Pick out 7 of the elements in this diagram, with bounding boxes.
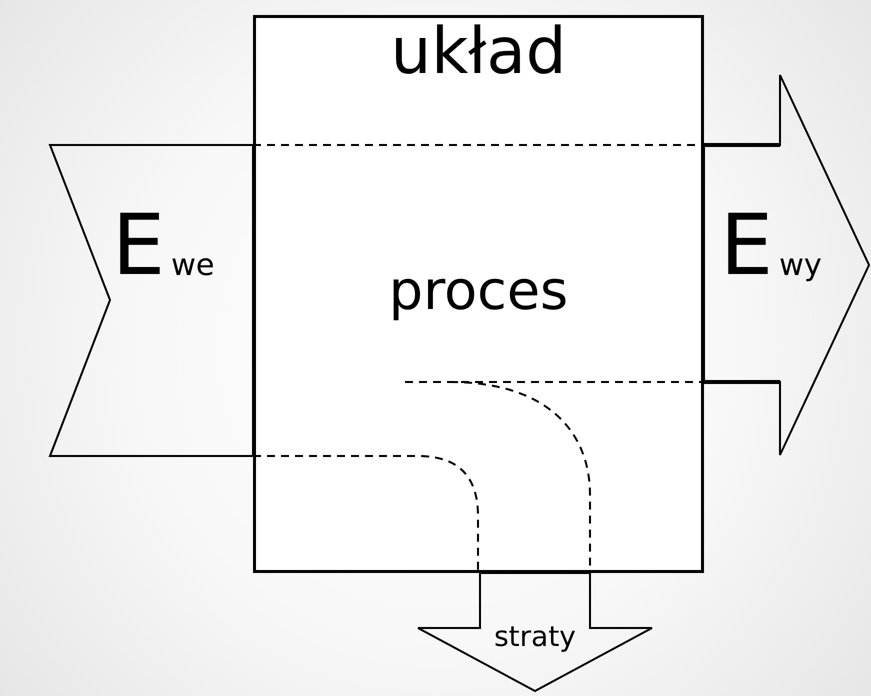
system-title: układ (390, 20, 568, 84)
flow-arrow (704, 75, 870, 455)
system-box (253, 15, 704, 573)
flow-label: straty (493, 623, 577, 651)
flow-arrow (50, 145, 253, 456)
flow-arrow (418, 573, 652, 693)
process-label: proces (388, 264, 570, 318)
